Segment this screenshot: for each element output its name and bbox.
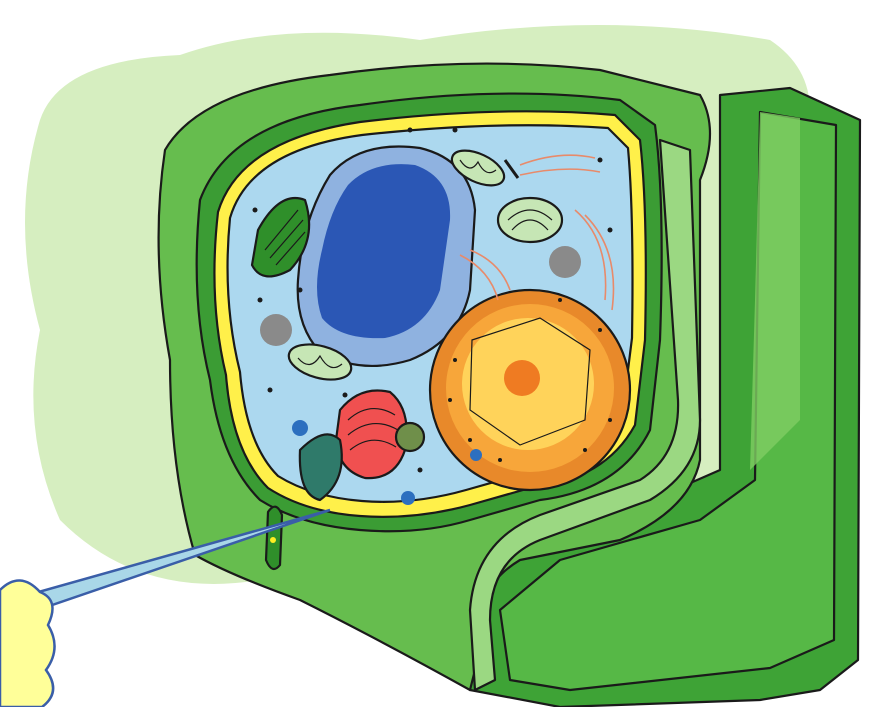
- callout-cloud: [0, 580, 55, 707]
- chloroplast-2: [498, 198, 562, 242]
- nucleolus: [504, 360, 540, 396]
- nucleus: [430, 290, 630, 490]
- peroxisome: [396, 423, 424, 451]
- lysosome: [260, 314, 292, 346]
- lysosome-2: [549, 246, 581, 278]
